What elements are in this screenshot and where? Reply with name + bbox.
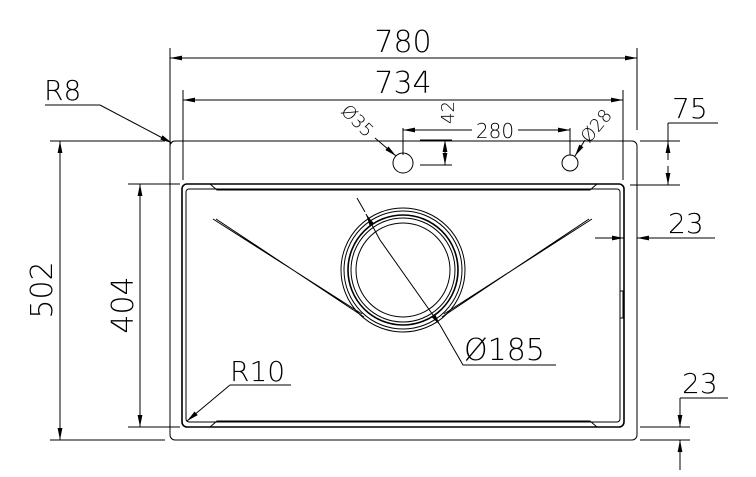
dimension-404: 404 xyxy=(106,183,180,428)
label-502: 502 xyxy=(25,261,60,318)
label-185: Ø185 xyxy=(464,333,545,368)
label-23-side: 23 xyxy=(668,207,704,240)
dimension-185: Ø185 xyxy=(356,197,556,368)
label-r10: R10 xyxy=(230,355,285,388)
label-23-bottom: 23 xyxy=(682,367,718,400)
label-404: 404 xyxy=(106,276,141,333)
label-35: Ø35 xyxy=(336,101,377,142)
label-42: 42 xyxy=(438,101,459,124)
label-734: 734 xyxy=(374,66,431,101)
label-r8: R8 xyxy=(44,74,81,107)
dimension-r10: R10 xyxy=(186,355,291,422)
dimension-75: 75 xyxy=(630,92,718,186)
dimension-tap-holes: Ø35 Ø28 280 42 xyxy=(336,101,617,166)
dimension-780: 780 xyxy=(169,25,638,150)
label-75: 75 xyxy=(672,92,708,125)
dimension-502: 502 xyxy=(25,140,165,441)
dimension-23-bottom: 23 xyxy=(640,367,728,470)
label-280: 280 xyxy=(476,119,514,143)
tap-hole-right xyxy=(561,154,579,172)
dimension-23-side: 23 xyxy=(595,207,715,241)
dimension-734: 734 xyxy=(182,66,624,180)
sink-outline xyxy=(169,140,638,441)
label-780: 780 xyxy=(374,25,431,60)
overflow-slot xyxy=(619,290,624,319)
drain xyxy=(212,207,593,333)
dimension-r8: R8 xyxy=(44,74,173,144)
